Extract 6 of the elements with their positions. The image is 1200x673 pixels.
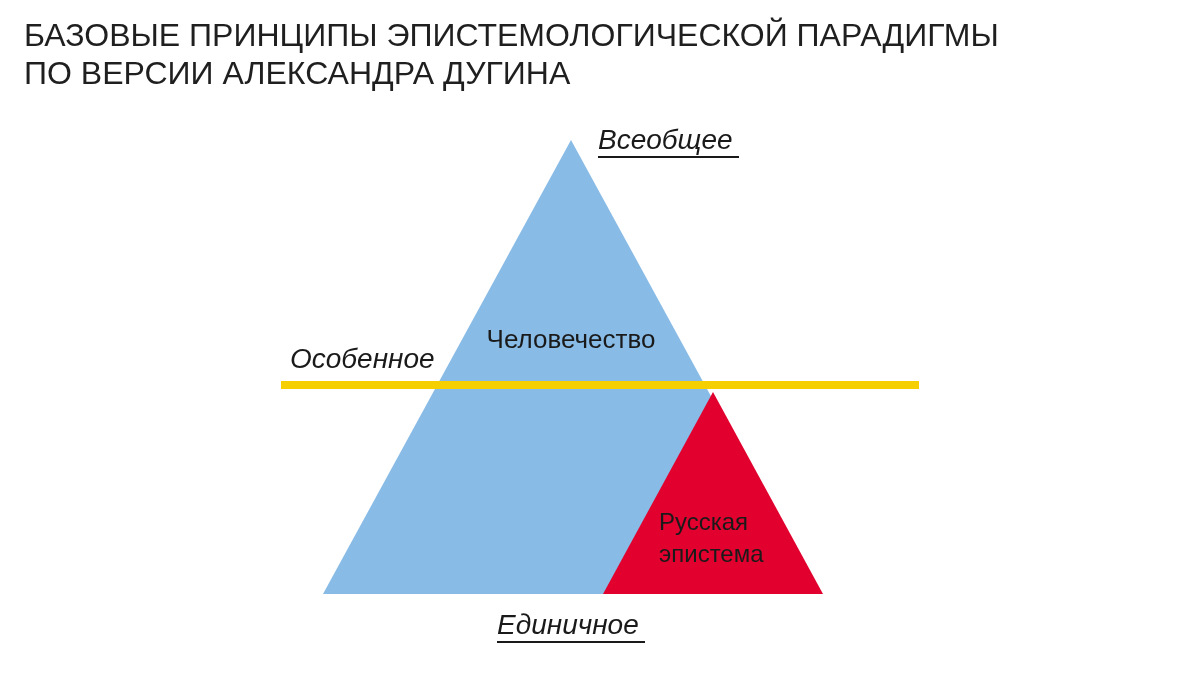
diagram-title: БАЗОВЫЕ ПРИНЦИПЫ ЭПИСТЕМОЛОГИЧЕСКОЙ ПАРАДИГМЫ ПО ВЕРСИИ АЛЕКСАНДРА ДУГИНА	[24, 16, 1000, 92]
level-label: Особенное	[290, 343, 435, 375]
node-label: Человечество	[485, 324, 657, 354]
level-label: Всеобщее	[598, 124, 739, 158]
node-label: Русская эпистема	[659, 507, 765, 569]
level-label: Единичное	[497, 609, 645, 643]
